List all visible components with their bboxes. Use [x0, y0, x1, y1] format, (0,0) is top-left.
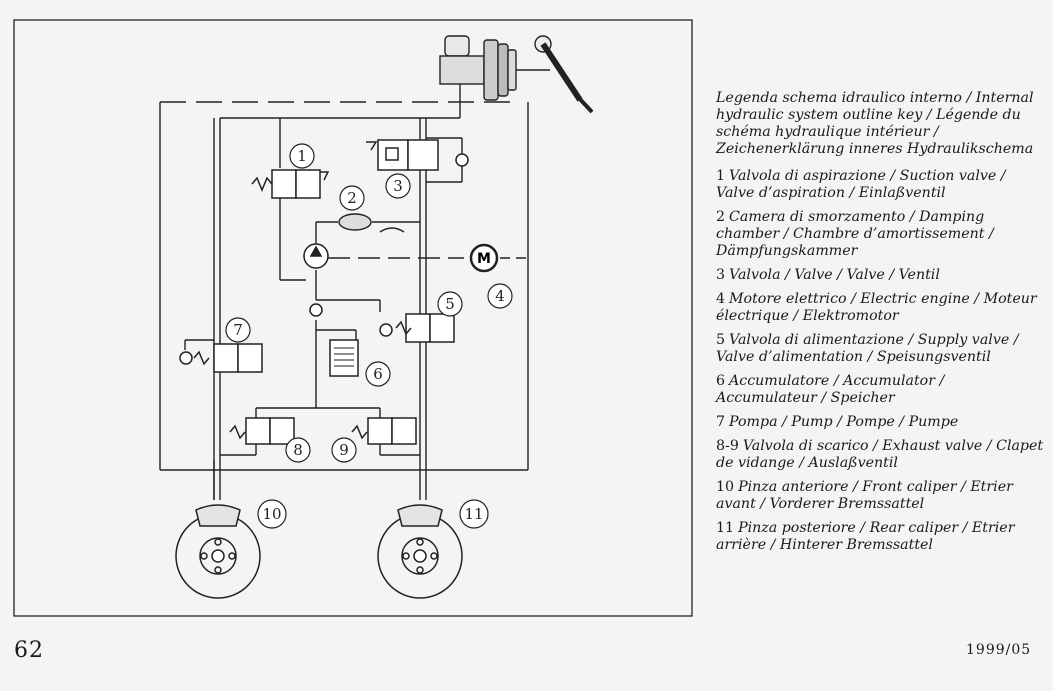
svg-text:11: 11 [464, 505, 483, 523]
svg-text:7: 7 [233, 321, 243, 339]
page-number: 62 [14, 638, 44, 663]
legend: Legenda schema idraulico interno / Inter… [716, 90, 1046, 561]
svg-text:2: 2 [347, 189, 357, 207]
svg-text:4: 4 [495, 287, 505, 305]
svg-text:1: 1 [297, 147, 307, 165]
callout-1: 1 [289, 143, 315, 169]
callout-8: 8 [285, 437, 311, 463]
valve-1 [251, 169, 330, 199]
master-cylinder-booster [439, 35, 594, 114]
callout-9: 9 [331, 437, 357, 463]
motor-symbol: M [477, 251, 491, 267]
callout-6: 6 [365, 361, 391, 387]
front-brake-disc [175, 504, 261, 599]
svg-text:9: 9 [339, 441, 349, 459]
callout-11: 11 [459, 499, 489, 529]
svg-text:5: 5 [445, 295, 455, 313]
hydraulic-unit-block [159, 101, 529, 471]
valve-8 [229, 417, 295, 445]
electric-motor: M [469, 243, 499, 273]
valve-5 [379, 313, 455, 343]
callout-10: 10 [257, 499, 287, 529]
valve-9 [351, 417, 417, 445]
callout-7: 7 [225, 317, 251, 343]
valve-3 [366, 139, 469, 171]
svg-text:8: 8 [293, 441, 303, 459]
legend-title: Legenda schema idraulico interno / Inter… [716, 90, 1034, 157]
damping-chamber [338, 213, 405, 233]
diagram-frame [13, 19, 693, 617]
accumulator [329, 339, 359, 377]
valve-7 [179, 343, 263, 373]
hydraulic-lines [184, 102, 463, 500]
svg-text:10: 10 [262, 505, 281, 523]
pump [303, 243, 528, 317]
rear-brake-disc [377, 504, 463, 599]
callout-4: 4 [487, 283, 513, 309]
callout-5: 5 [437, 291, 463, 317]
callout-2: 2 [339, 185, 365, 211]
document-date: 1999/05 [966, 642, 1032, 658]
callout-3: 3 [385, 173, 411, 199]
hydraulic-diagram: M 1 2 3 [13, 19, 693, 617]
svg-text:6: 6 [373, 365, 383, 383]
svg-text:3: 3 [393, 177, 403, 195]
